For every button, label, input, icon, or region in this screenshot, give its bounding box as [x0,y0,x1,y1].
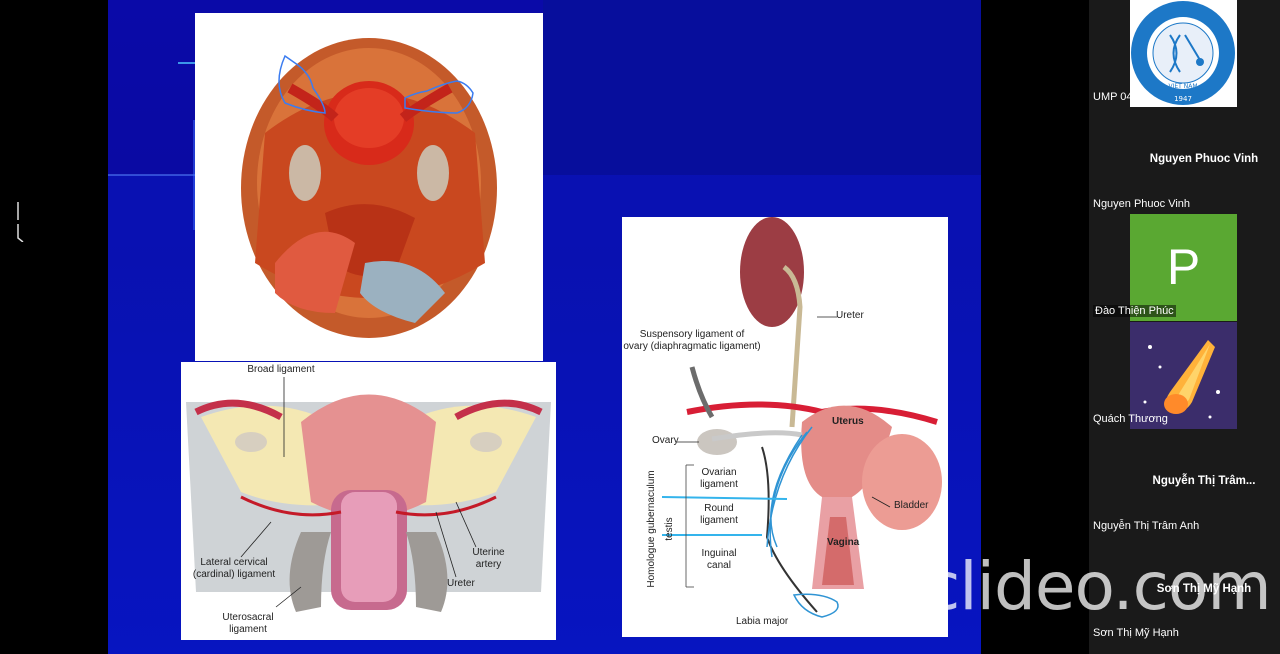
label-uterus: Uterus [832,416,864,427]
label-vagina: Vagina [827,537,860,548]
label-round-lig-1: Round [704,503,734,514]
shared-slide: Broad ligament Lateral cervical (cardina… [108,0,981,654]
label-bladder: Bladder [894,500,929,511]
participant-name-thuong: Quách Thương [1093,413,1168,425]
logo-country: VIỆT NAM [1168,82,1197,90]
label-suspensory-2: ovary (diaphragmatic ligament) [623,341,761,352]
label-homologue-2: testis [664,517,675,541]
label-ovarian-lig-1: Ovarian [701,467,737,478]
participant-avatar-thuong[interactable] [1130,322,1237,429]
avatar-letter: P [1166,239,1201,295]
ligament-homologue-diagram: Ureter Suspensory ligament of ovary (dia… [622,217,948,637]
label-suspensory-1: Suspensory ligament of [639,329,745,340]
label-broad-ligament: Broad ligament [247,364,315,375]
label-homologue-1: Homologue gubernaculum [646,470,657,588]
broad-ligament-diagram: Broad ligament Lateral cervical (cardina… [181,362,556,640]
label-uterosacral-1: Uterosacral [222,612,274,623]
label-uterosacral-2: ligament [229,624,267,635]
label-lateral-cervical-1: Lateral cervical [200,557,268,568]
label-round-lig-2: ligament [700,515,738,526]
participant-name-tramanh: Nguyễn Thị Trâm Anh [1093,520,1200,532]
participants-panel: VIỆT NAM 1947 UMP 04 Nguyen Phuoc Vinh N… [1089,0,1280,654]
label-inguinal-2: canal [707,560,731,571]
logo-year: 1947 [1174,95,1192,103]
university-logo-icon: VIỆT NAM 1947 [1131,1,1235,105]
watermark-text: clideo.com [924,548,1272,625]
participant-name-phuc: Đào Thiện Phúc [1093,305,1176,317]
participant-tile-name-vinh: Nguyen Phuoc Vinh [1149,153,1259,165]
side-handle-icon[interactable] [15,202,25,243]
label-labia-major: Labia major [736,616,789,627]
label-ureter-left-diagram: Ureter [447,578,475,589]
label-ovary: Ovary [652,435,679,446]
label-uterine-artery-2: artery [475,559,502,570]
participant-tile-name-hanh: Sơn Thị Mỹ Hạnh [1156,583,1252,595]
label-inguinal-1: Inguinal [701,548,737,559]
participant-name-vinh: Nguyen Phuoc Vinh [1093,198,1191,210]
comet-icon [1130,322,1237,429]
label-lateral-cervical-2: (cardinal) ligament [192,569,276,580]
label-ovarian-lig-2: ligament [700,479,738,490]
label-ureter: Ureter [836,310,864,321]
participant-avatar-phuc[interactable]: P [1130,214,1237,321]
label-uterine-artery-1: Uterine [472,547,505,558]
participant-tile-name-tramanh: Nguyễn Thị Trâm... [1152,475,1256,487]
participant-name-ump: UMP 04 [1093,91,1133,103]
uterus-photo-illustration [195,13,543,361]
participant-name-hanh: Sơn Thị Mỹ Hạnh [1093,627,1179,639]
participant-video-ump[interactable]: VIỆT NAM 1947 [1130,0,1237,107]
